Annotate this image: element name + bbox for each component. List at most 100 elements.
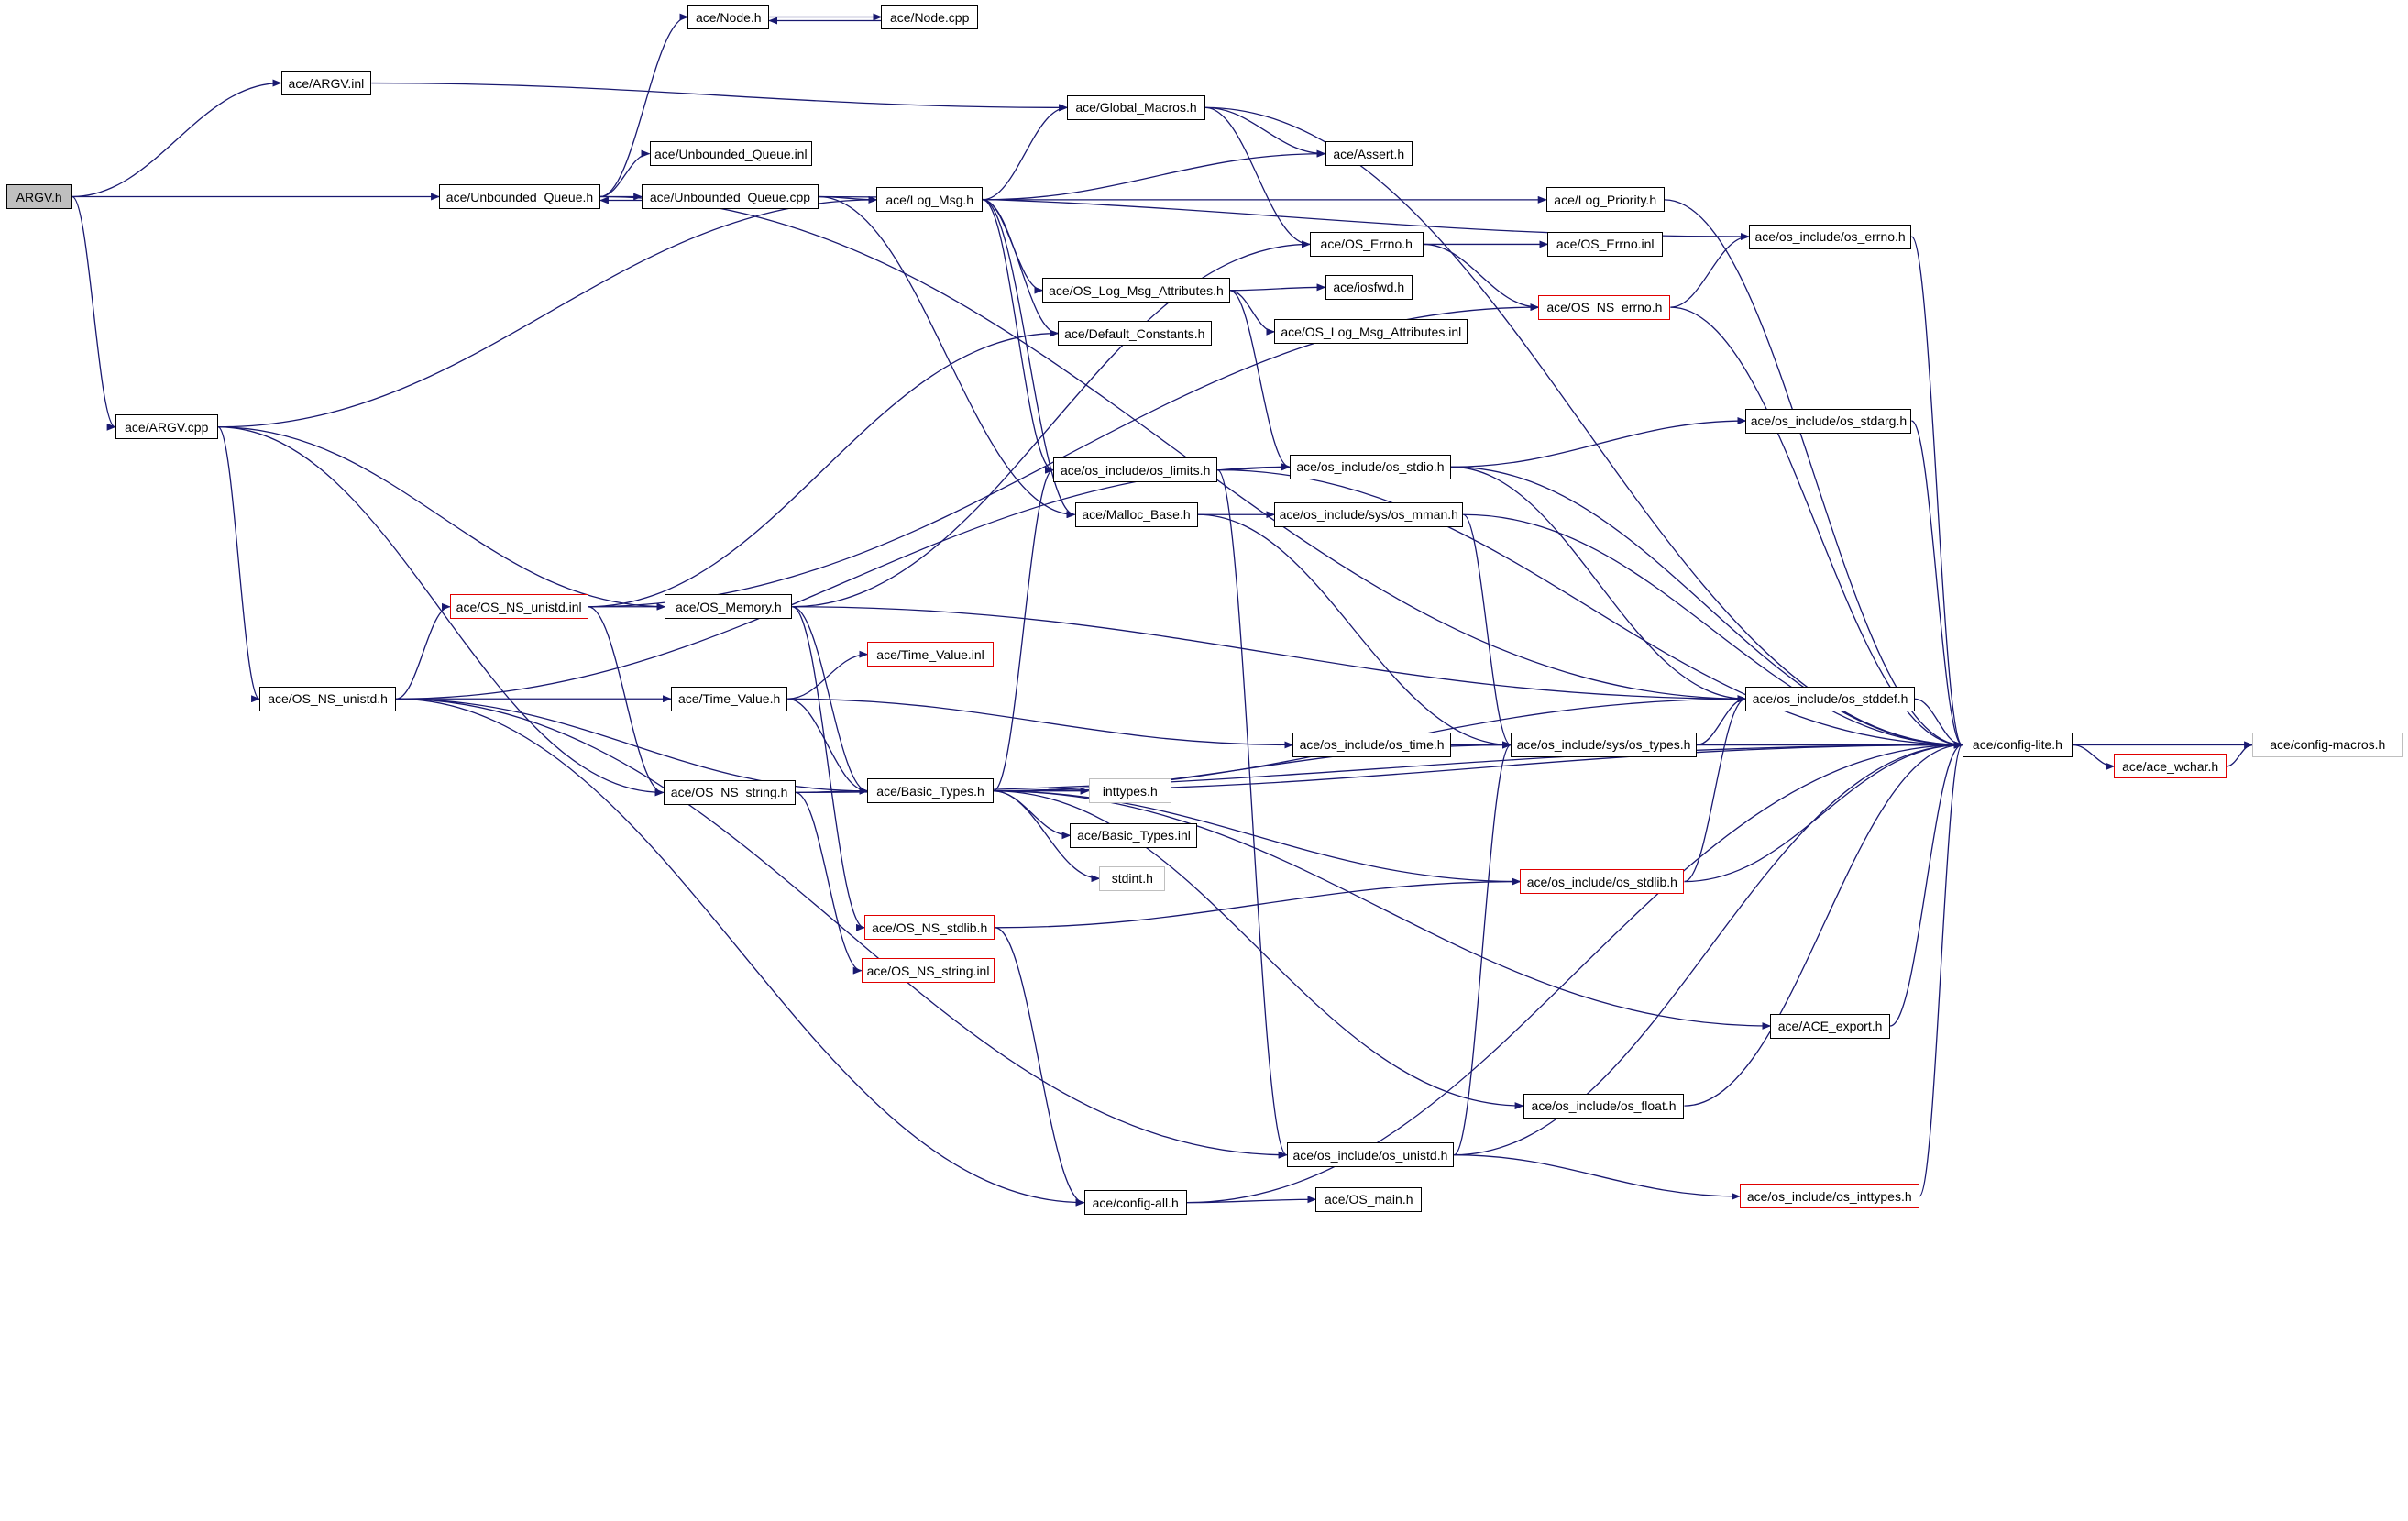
graph-node-stdint[interactable]: stdint.h [1099,865,1166,891]
graph-node-ns-errno[interactable]: ace/OS_NS_errno.h [1538,294,1671,320]
edge-ns_errno-to-inc_errno [1670,233,1750,308]
graph-node-uq-cpp[interactable]: ace/Unbounded_Queue.cpp [642,184,819,209]
graph-node-ns-string-inl[interactable]: ace/OS_NS_string.inl [861,958,995,984]
graph-node-basic-types-inl[interactable]: ace/Basic_Types.inl [1070,822,1198,848]
edge-argv_h-to-argv_cpp [71,195,116,431]
edge-os_errno_h-to-ns_errno [1423,243,1540,312]
edge-inc_float-to-config_lite [1684,741,1963,1107]
edge-ns_string_h-to-ns_string_inl [795,791,863,975]
edge-ns_unistd_h-to-basic_types_h [396,698,869,795]
graph-node-ns-stdlib[interactable]: ace/OS_NS_stdlib.h [864,915,995,941]
edge-config_all-to-config_lite [1186,741,1963,1204]
graph-node-inttypes[interactable]: inttypes.h [1088,778,1171,804]
graph-node-assert[interactable]: ace/Assert.h [1325,141,1413,167]
graph-node-tv-h[interactable]: ace/Time_Value.h [670,686,788,711]
graph-node-inc-limits[interactable]: ace/os_include/os_limits.h [1053,457,1218,483]
edge-basic_types_h-to-inc_float [993,790,1524,1110]
edge-malloc_base-to-inc_types [1197,513,1512,749]
edge-inc_mman-to-inc_types [1462,513,1512,749]
edge-log_msg-to-assert [982,149,1326,201]
graph-node-ace-wchar[interactable]: ace/ace_wchar.h [2114,754,2227,779]
edge-ns_stdlib-to-inc_stdlib [995,877,1522,929]
graph-node-inc-types[interactable]: ace/os_include/sys/os_types.h [1511,732,1697,757]
edge-basic_types_h-to-basic_types_inl [993,790,1072,840]
graph-node-inc-errno[interactable]: ace/os_include/os_errno.h [1748,224,1912,249]
edge-log_msg-to-malloc_base [982,199,1076,519]
graph-node-inc-stdio[interactable]: ace/os_include/os_stdio.h [1290,454,1451,479]
graph-node-argv-h[interactable]: ARGV.h [5,184,72,209]
edge-ace_wchar-to-config_macros [2226,741,2254,767]
graph-node-ns-unistd-inl[interactable]: ace/OS_NS_unistd.inl [449,594,588,620]
edge-inc_stdio-to-inc_stdarg [1450,417,1747,468]
graph-node-argv-inl[interactable]: ace/ARGV.inl [280,71,372,96]
edge-basic_types_h-to-stdint [993,790,1101,883]
edge-uq_h-to-node_h [599,13,689,198]
edge-basic_types_h-to-inc_limits [993,466,1055,792]
graph-node-inc-stddef[interactable]: ace/os_include/os_stddef.h [1745,686,1915,711]
graph-node-os-main[interactable]: ace/OS_main.h [1315,1186,1423,1212]
graph-node-node-h[interactable]: ace/Node.h [687,5,770,30]
edge-inc_stdarg-to-config_lite [1910,420,1963,749]
edge-ns_unistd_inl-to-default_constants [588,329,1060,608]
edge-inc_inttypes-to-config_lite [1919,741,1963,1197]
graph-node-ns-unistd-h[interactable]: ace/OS_NS_unistd.h [259,686,397,711]
graph-node-os-errno-inl[interactable]: ace/OS_Errno.inl [1547,231,1664,257]
edge-lma_h-to-iosfwd [1229,283,1326,292]
edge-os_memory-to-ns_stdlib [792,606,866,931]
graph-node-config-all[interactable]: ace/config-all.h [1083,1190,1187,1216]
edge-ace_export-to-config_lite [1889,741,1963,1027]
graph-node-lma-inl[interactable]: ace/OS_Log_Msg_Attributes.inl [1274,319,1468,345]
graph-node-inc-mman[interactable]: ace/os_include/sys/os_mman.h [1274,501,1464,527]
edge-ns_unistd_h-to-ns_unistd_inl [396,602,451,700]
edge-ns_unistd_inl-to-ns_string_h [588,606,665,797]
edge-argv_inl-to-global_macros [371,82,1069,112]
graph-node-node-cpp[interactable]: ace/Node.cpp [881,5,978,30]
edge-ns_errno-to-config_lite [1670,306,1963,749]
graph-node-iosfwd[interactable]: ace/iosfwd.h [1325,274,1413,300]
edge-log_msg-to-inc_limits [982,199,1055,474]
edge-config_lite-to-ace_wchar [2073,744,2116,770]
edge-argv_cpp-to-log_msg [217,195,878,428]
edge-inc_errno-to-config_lite [1910,236,1963,749]
graph-node-log-msg[interactable]: ace/Log_Msg.h [876,187,983,213]
graph-node-config-lite[interactable]: ace/config-lite.h [1962,732,2073,757]
graph-node-basic-types-h[interactable]: ace/Basic_Types.h [867,778,994,804]
graph-node-config-macros[interactable]: ace/config-macros.h [2252,732,2403,757]
edge-inc_mman-to-config_lite [1463,513,1963,749]
edge-inc_stdio-to-config_lite [1450,466,1963,749]
graph-node-inc-stdarg[interactable]: ace/os_include/os_stdarg.h [1745,408,1912,434]
graph-node-uq-inl[interactable]: ace/Unbounded_Queue.inl [649,141,813,167]
edge-log_priority-to-config_lite [1664,199,1963,749]
edge-log_msg-to-default_constants [982,199,1060,337]
edge-inc_types-to-inc_stddef [1696,695,1747,746]
graph-node-ns-string-h[interactable]: ace/OS_NS_string.h [663,779,796,805]
graph-node-inc-time[interactable]: ace/os_include/os_time.h [1292,732,1451,757]
graph-node-inc-float[interactable]: ace/os_include/os_float.h [1523,1093,1685,1119]
graph-node-global-macros[interactable]: ace/Global_Macros.h [1067,94,1205,120]
edge-global_macros-to-assert [1204,106,1326,158]
graph-node-ace-export[interactable]: ace/ACE_export.h [1770,1013,1890,1039]
graph-node-inc-stdlib[interactable]: ace/os_include/os_stdlib.h [1520,869,1685,895]
edge-uq_h-to-inc_stddef [599,195,1747,703]
graph-node-os-errno-h[interactable]: ace/OS_Errno.h [1309,231,1424,257]
graph-node-inc-unistd[interactable]: ace/os_include/os_unistd.h [1286,1142,1455,1168]
edge-ns_stdlib-to-config_all [995,927,1085,1207]
graph-node-lma-h[interactable]: ace/OS_Log_Msg_Attributes.h [1042,278,1230,303]
edge-tv_h-to-basic_types_h [787,698,869,795]
graph-node-inc-inttypes[interactable]: ace/os_include/os_inttypes.h [1739,1184,1919,1209]
graph-node-default-constants[interactable]: ace/Default_Constants.h [1058,321,1212,347]
edge-inc_unistd-to-inc_inttypes [1454,1154,1741,1200]
graph-node-os-memory[interactable]: ace/OS_Memory.h [665,594,793,620]
edge-lma_h-to-lma_inl [1229,290,1276,336]
graph-node-uq-h[interactable]: ace/Unbounded_Queue.h [439,184,600,209]
graph-node-log-priority[interactable]: ace/Log_Priority.h [1545,187,1665,213]
edge-inc_limits-to-config_lite [1217,469,1963,749]
graph-node-argv-cpp[interactable]: ace/ARGV.cpp [115,414,218,440]
graph-node-malloc-base[interactable]: ace/Malloc_Base.h [1074,501,1198,527]
edge-argv_h-to-argv_inl [71,79,282,198]
graph-node-tv-inl[interactable]: ace/Time_Value.inl [867,642,994,667]
edge-ns_unistd_h-to-inc_unistd [396,698,1288,1159]
edge-inc_stdlib-to-inc_stddef [1684,695,1747,883]
